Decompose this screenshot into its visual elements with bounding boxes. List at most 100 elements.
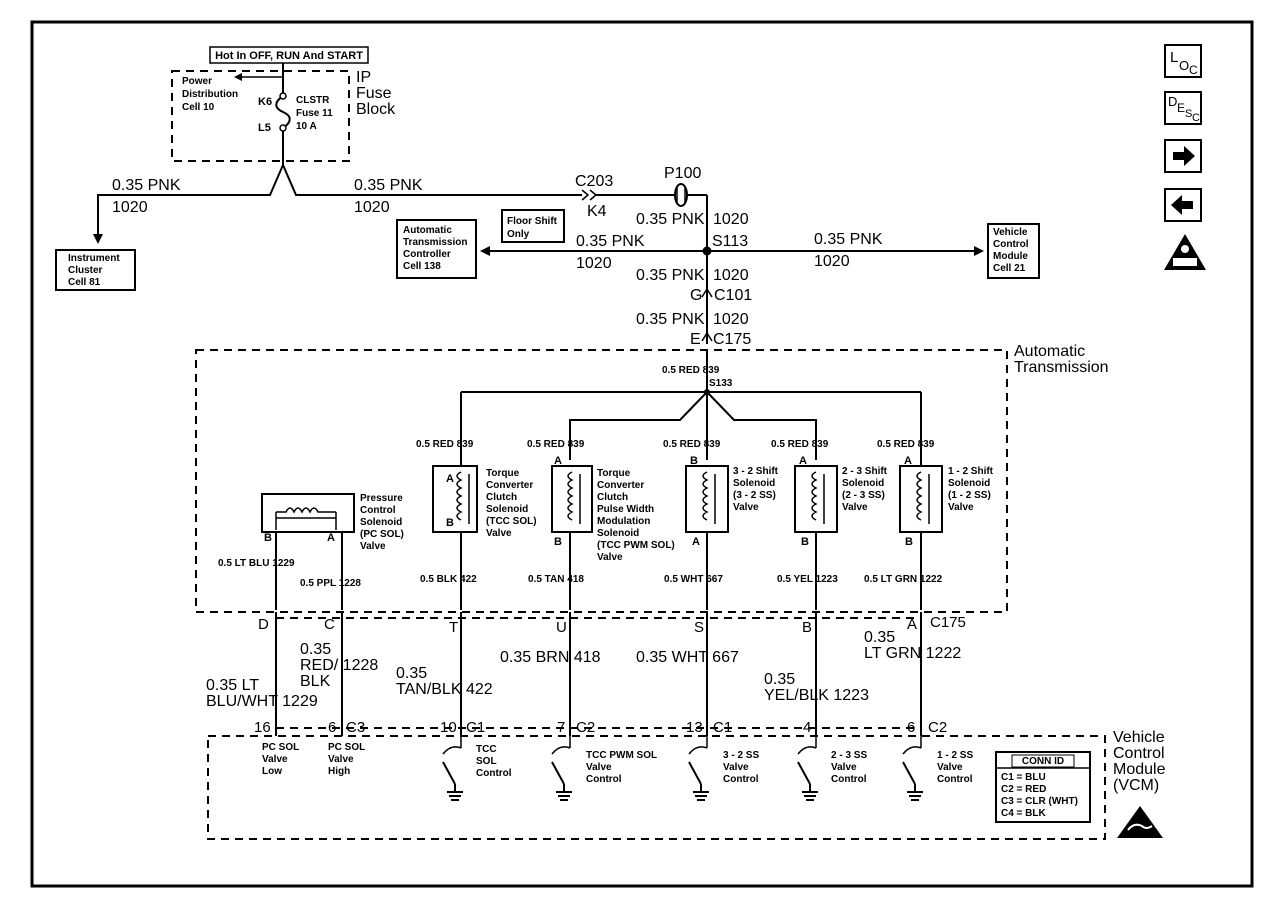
ss23-wire: 0.5 YEL 1223	[777, 574, 838, 585]
svg-text:Solenoid: Solenoid	[486, 504, 528, 515]
svg-text:(VCM): (VCM)	[1113, 777, 1159, 794]
transmission-label: Automatic Transmission	[1014, 343, 1109, 376]
svg-text:C3: C3	[346, 719, 365, 736]
ss32-sol-label: 3 - 2 Shift Solenoid (3 - 2 SS) Valve	[733, 466, 779, 513]
svg-text:PC SOL: PC SOL	[328, 742, 365, 753]
ss23-sol-box	[794, 465, 838, 533]
svg-text:Control: Control	[586, 774, 622, 785]
ss23-sol-label: 2 - 3 Shift Solenoid (2 - 3 SS) Valve	[842, 466, 888, 513]
tcc-pin-a: A	[446, 473, 454, 485]
svg-text:SOL: SOL	[476, 756, 497, 767]
svg-text:BLU/WHT 1229: BLU/WHT 1229	[206, 693, 318, 710]
atc-box	[396, 219, 477, 279]
svg-text:BLK: BLK	[300, 673, 331, 690]
svg-text:D: D	[258, 616, 269, 633]
wire-pnk-vert3: 0.35 PNK	[636, 311, 705, 328]
svg-text:Valve: Valve	[262, 754, 288, 765]
svg-text:IP: IP	[356, 69, 371, 86]
technician-tip-button[interactable]	[1164, 234, 1206, 270]
s113-label: S113	[712, 233, 748, 250]
svg-text:CLSTR: CLSTR	[296, 95, 330, 106]
svg-text:Solenoid: Solenoid	[948, 478, 990, 489]
wire-ltgrn-label: 0.35 LT GRN 1222	[864, 629, 961, 662]
svg-text:C175: C175	[930, 614, 966, 631]
vcm-tcc-label: TCC SOL Control	[476, 744, 512, 779]
conn-id-row: C3 = CLR (WHT)	[1001, 796, 1078, 807]
c101-label: C101	[714, 287, 752, 304]
svg-text:Vehicle: Vehicle	[993, 227, 1028, 238]
svg-text:Solenoid: Solenoid	[842, 478, 884, 489]
pdc-label: Power Distribution Cell 10	[182, 76, 238, 113]
e-pin: E	[690, 331, 701, 348]
fuse-label: CLSTR Fuse 11 10 A	[296, 95, 333, 132]
pc-b-wire: 0.5 LT BLU 1229	[218, 558, 295, 569]
svg-text:Valve: Valve	[586, 762, 612, 773]
vcm-pc-high-label: PC SOL Valve High	[328, 742, 365, 777]
svg-text:1 - 2 Shift: 1 - 2 Shift	[948, 466, 994, 477]
svg-text:Power: Power	[182, 76, 212, 87]
floor-shift-label: Floor Shift Only	[507, 216, 558, 240]
tcc-pin-b: B	[446, 517, 454, 529]
svg-text:Torque: Torque	[486, 468, 520, 479]
ss32-pin-a: A	[692, 536, 700, 548]
wire-num-vert3: 1020	[713, 311, 749, 328]
prev-page-button[interactable]	[1164, 188, 1202, 222]
svg-text:Controller: Controller	[403, 249, 451, 260]
svg-text:Cluster: Cluster	[68, 265, 103, 276]
hot-label-box	[209, 46, 369, 64]
next-page-button[interactable]	[1164, 139, 1202, 173]
svg-text:(TCC PWM SOL): (TCC PWM SOL)	[597, 540, 675, 551]
svg-text:Fuse 11: Fuse 11	[296, 108, 333, 119]
wire-redblk-label: 0.35 RED/ 1228 BLK	[300, 641, 378, 690]
svg-text:(2 - 3 SS): (2 - 3 SS)	[842, 490, 885, 501]
wire-num-vert1: 1020	[713, 211, 749, 228]
k6-label: K6	[258, 96, 272, 108]
svg-text:Control: Control	[831, 774, 867, 785]
svg-text:Control: Control	[1113, 745, 1165, 762]
l5-label: L5	[258, 122, 271, 134]
pc-sol-pin-b: B	[264, 532, 272, 544]
vcm-ss32-label: 3 - 2 SS Valve Control	[723, 750, 759, 785]
svg-text:High: High	[328, 766, 350, 777]
pc-a-wire: 0.5 PPL 1228	[300, 578, 361, 589]
ss32-wire: 0.5 WHT 667	[664, 574, 723, 585]
svg-text:Control: Control	[476, 768, 512, 779]
tcc-pwm-sol-box	[551, 465, 593, 533]
svg-text:Valve: Valve	[842, 502, 868, 513]
pc-sol-label: Pressure Control Solenoid (PC SOL) Valve	[360, 493, 404, 552]
c203-label: C203	[575, 173, 613, 190]
svg-text:Valve: Valve	[948, 502, 974, 513]
svg-text:Pulse Width: Pulse Width	[597, 504, 654, 515]
wire-pnk-mid: 0.35 PNK	[354, 177, 423, 194]
svg-text:Automatic: Automatic	[403, 225, 452, 236]
c175-top-connector	[701, 331, 713, 342]
svg-text:2 - 3 Shift: 2 - 3 Shift	[842, 466, 888, 477]
svg-text:4: 4	[803, 719, 811, 736]
svg-text:(PC SOL): (PC SOL)	[360, 529, 404, 540]
svg-text:E: E	[1177, 101, 1185, 115]
pwm-driver-switch	[551, 736, 572, 801]
instrument-arrow-icon	[93, 234, 103, 244]
ss12-pin-b: B	[905, 536, 913, 548]
p100-label: P100	[664, 165, 701, 182]
vcm-ss23-label: 2 - 3 SS Valve Control	[831, 750, 867, 785]
svg-text:0.35 LT: 0.35 LT	[206, 677, 259, 694]
svg-text:Low: Low	[262, 766, 282, 777]
svg-text:LT GRN 1222: LT GRN 1222	[864, 645, 961, 662]
svg-text:13: 13	[686, 719, 703, 736]
ss23-pin-a: A	[799, 455, 807, 467]
svg-text:10 A: 10 A	[296, 121, 317, 132]
svg-text:YEL/BLK 1223: YEL/BLK 1223	[764, 687, 869, 704]
loc-button[interactable]: L O C	[1164, 44, 1202, 78]
wire-pnk-left: 0.35 PNK	[112, 177, 181, 194]
svg-text:L: L	[1170, 49, 1178, 66]
red839-ss23: 0.5 RED 839	[771, 439, 829, 450]
svg-text:A: A	[907, 616, 917, 633]
tcc-sol-box	[432, 465, 478, 533]
svg-text:Valve: Valve	[733, 502, 759, 513]
svg-text:T: T	[449, 619, 458, 636]
vcm-pc-low-label: PC SOL Valve Low	[262, 742, 299, 777]
pwm-pin-a: A	[554, 455, 562, 467]
c175-pins: D C T U S B A C175	[258, 614, 966, 636]
desc-button[interactable]: D E S C	[1164, 91, 1202, 125]
